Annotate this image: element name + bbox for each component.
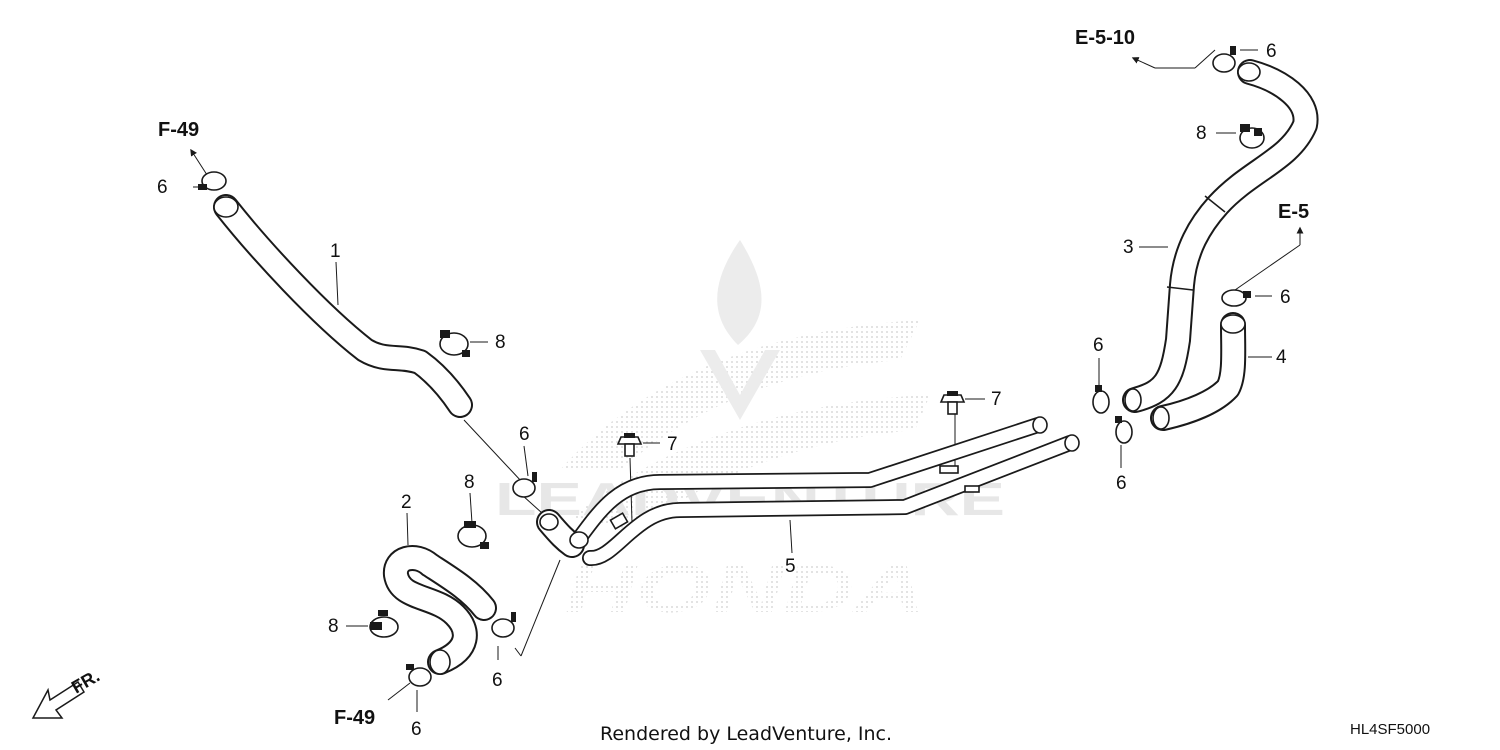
front-arrow: FR. bbox=[31, 666, 103, 719]
callout-clamp-6-top-right: 6 bbox=[1266, 41, 1277, 62]
callout-part-2: 2 bbox=[401, 492, 412, 513]
spring-clamp-6-top-left bbox=[198, 171, 227, 191]
hose-part-1 bbox=[213, 194, 473, 418]
spring-clamp-6-top-right bbox=[1212, 46, 1236, 73]
callout-bolt-7-left: 7 bbox=[667, 434, 678, 455]
callout-bolt-7-right: 7 bbox=[991, 389, 1002, 410]
callout-clamp-8-upper: 8 bbox=[495, 332, 506, 353]
spring-clamp-6-bottom-mid bbox=[491, 612, 516, 638]
leader-lines bbox=[190, 49, 1304, 712]
band-clamp-8-low bbox=[369, 610, 399, 638]
callout-clamp-6-bottom: 6 bbox=[411, 719, 422, 740]
spring-clamp-6-right-lower bbox=[1115, 416, 1133, 444]
spring-clamp-6-bottom bbox=[406, 664, 432, 687]
reference-f49-top: F-49 bbox=[158, 119, 199, 141]
watermark: LEADVENTURE HONDA bbox=[495, 240, 1005, 627]
callout-clamp-8-mid: 8 bbox=[464, 472, 475, 493]
reference-e5: E-5 bbox=[1278, 201, 1309, 223]
callout-clamp-6-right-lower: 6 bbox=[1116, 473, 1127, 494]
band-clamp-8-mid bbox=[457, 521, 489, 549]
spring-clamp-6-right bbox=[1221, 289, 1251, 307]
callout-part-5: 5 bbox=[785, 556, 796, 577]
callout-clamp-8-right: 8 bbox=[1196, 123, 1207, 144]
spring-clamp-6-mid bbox=[512, 472, 537, 498]
band-clamp-8-upper bbox=[439, 330, 470, 357]
callout-clamp-8-low: 8 bbox=[328, 616, 339, 637]
front-arrow-icon bbox=[31, 680, 86, 719]
hose-part-3 bbox=[1122, 59, 1319, 413]
watermark-flame-icon bbox=[700, 240, 780, 420]
spring-clamp-6-right-upper bbox=[1092, 385, 1110, 414]
part-code: HL4SF5000 bbox=[1350, 721, 1430, 738]
callouts: 1 2 3 4 5 6 6 6 6 6 6 6 6 7 7 8 8 8 8 bbox=[157, 41, 1291, 740]
reference-f49-bottom: F-49 bbox=[334, 707, 375, 729]
footer-credit: Rendered by LeadVenture, Inc. bbox=[600, 723, 892, 745]
watermark-brand: HONDA bbox=[565, 551, 925, 627]
watermark-wing-shape-lower bbox=[570, 395, 930, 530]
callout-clamp-6-bottom-mid: 6 bbox=[492, 670, 503, 691]
band-clamp-8-right bbox=[1239, 124, 1265, 149]
reference-labels: F-49 F-49 E-5-10 E-5 bbox=[158, 27, 1309, 729]
callout-clamp-6-top-left: 6 bbox=[157, 177, 168, 198]
callout-part-1: 1 bbox=[330, 241, 341, 262]
callout-clamp-6-right-upper: 6 bbox=[1093, 335, 1104, 356]
callout-clamp-6-right: 6 bbox=[1280, 287, 1291, 308]
pipe-part-5 bbox=[569, 416, 1080, 566]
bolt-7-left bbox=[616, 433, 643, 457]
callout-part-4: 4 bbox=[1276, 347, 1287, 368]
bolt-7-right bbox=[939, 391, 966, 415]
callout-part-3: 3 bbox=[1123, 237, 1134, 258]
reference-e510: E-5-10 bbox=[1075, 27, 1135, 49]
hose-part-4 bbox=[1150, 312, 1247, 431]
callout-clamp-6-mid: 6 bbox=[519, 424, 530, 445]
hose-part-2 bbox=[383, 545, 497, 675]
